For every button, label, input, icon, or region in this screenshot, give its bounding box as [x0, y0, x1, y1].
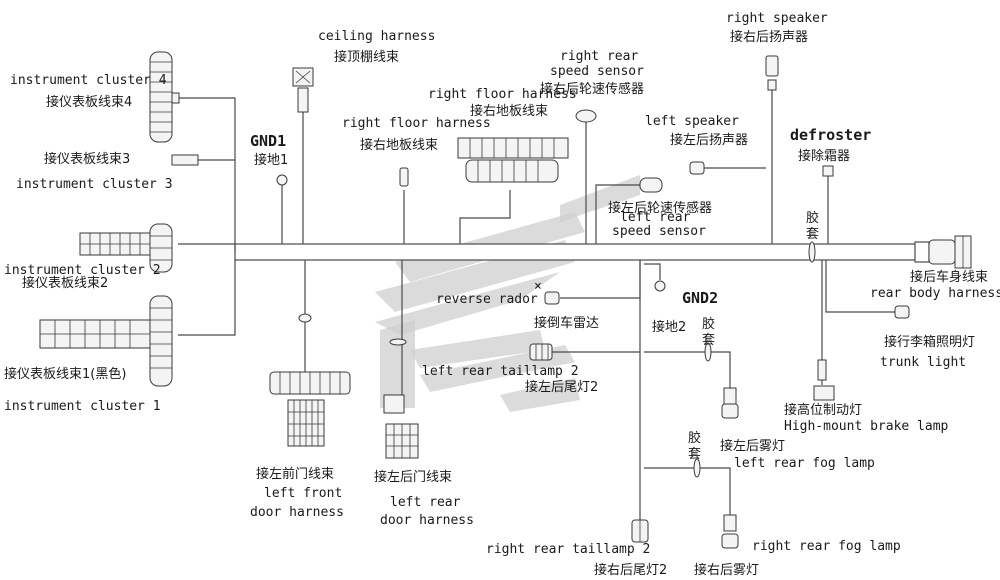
lrss-label-en-2: speed sensor: [612, 224, 706, 239]
right-floor-harness-connector-small: [399, 167, 409, 244]
high-mount-brake-lamp-connector: [813, 260, 835, 401]
lrd-label-en-1: left rear: [390, 495, 461, 510]
left-rear-taillamp-2-connector: [529, 343, 640, 361]
lrd-label-zh: 接左后门线束: [374, 469, 452, 485]
ic2-label-zh: 接仪表板线束2: [22, 275, 108, 291]
rbh-label-en: rear body harness: [870, 286, 1000, 301]
right-rear-taillamp-2-connector: [631, 260, 649, 543]
left-rear-door-connector: [383, 260, 419, 459]
ic4-label-en: instrument cluster 4: [10, 73, 167, 88]
right-speaker-label-en: right speaker: [726, 11, 828, 26]
right-speaker-connector: [765, 55, 779, 244]
left-speaker-label-zh: 接左后扬声器: [670, 132, 748, 148]
reverse-radar-label-zh: 接倒车雷达: [534, 315, 599, 331]
rrss-label-zh: 接右后轮速传感器: [540, 81, 644, 97]
left-speaker-label-en: left speaker: [645, 114, 739, 129]
ceiling-label-en: ceiling harness: [318, 29, 435, 44]
right-rear-fog-lamp-connector: [644, 458, 739, 549]
labels: instrument cluster 4 接仪表板线束4 接仪表板线束3 ins…: [4, 11, 1000, 578]
tape-label-3a: 胶: [688, 430, 701, 446]
ic1-label-en: instrument cluster 1: [4, 399, 161, 414]
left-front-door-connector: [269, 260, 351, 447]
defroster-connector: [808, 165, 834, 263]
ic1-label-zh: 接仪表板线束1(黑色): [4, 366, 126, 382]
gnd1-label-zh: 接地1: [254, 152, 288, 168]
right-floor-harness-connector-large: [457, 137, 569, 244]
instrument-cluster-4-connector: [149, 51, 236, 252]
reverse-radar-connector: [544, 260, 641, 305]
rrtl-label-zh: 接右后尾灯2: [594, 562, 667, 578]
rfh-large-label-en: right floor harness: [428, 87, 577, 102]
right-speaker-label-zh: 接右后扬声器: [730, 29, 808, 45]
left-rear-fog-lamp-connector: [644, 342, 739, 419]
right-rear-speed-sensor-connector: [575, 109, 597, 244]
main-trunk: [234, 241, 930, 263]
lrss-label-zh: 接左后轮速传感器: [608, 200, 712, 216]
instrument-cluster-2-connector: [79, 223, 235, 273]
rfh-small-label-zh: 接右地板线束: [360, 137, 438, 153]
rrfog-label-en: right rear fog lamp: [752, 539, 901, 554]
tape-label-1b: 套: [806, 226, 819, 242]
trunk-light-label-zh: 接行李箱照明灯: [884, 334, 975, 350]
lrtl-label-zh: 接左后尾灯2: [525, 379, 598, 395]
tape-label-2b: 套: [702, 332, 715, 348]
rear-body-harness-connector: [928, 235, 972, 269]
ceiling-label-zh: 接顶棚线束: [334, 49, 399, 65]
reverse-radar-label-en: reverse rador: [436, 292, 538, 307]
trunk-light-connector: [825, 260, 910, 319]
rrfog-label-zh: 接右后雾灯: [694, 562, 759, 578]
lrfog-label-zh: 接左后雾灯: [720, 438, 785, 454]
lfd-label-en-2: door harness: [250, 505, 344, 520]
left-speaker-connector: [689, 161, 766, 175]
rrtl-label-en: right rear taillamp 2: [486, 542, 650, 557]
gnd2-label-en: GND2: [682, 289, 718, 307]
tape-label-3b: 套: [688, 446, 701, 462]
ic3-label-zh: 接仪表板线束3: [44, 151, 130, 167]
tape-label-2a: 胶: [702, 316, 715, 332]
left-rear-speed-sensor-connector: [595, 177, 663, 244]
gnd2-ground-point: [644, 263, 666, 292]
gnd2-label-zh: 接地2: [652, 319, 686, 335]
ceiling-harness-connector: [292, 67, 314, 244]
lrd-label-en-2: door harness: [380, 513, 474, 528]
lrss-label-en-1: left rear: [620, 210, 691, 225]
ic4-label-zh: 接仪表板线束4: [46, 94, 132, 110]
rfh-small-label-en: right floor harness: [342, 116, 491, 131]
trunk-light-label-en: trunk light: [880, 355, 966, 370]
lrtl-label-en: left rear taillamp 2: [422, 364, 579, 379]
rfh-large-label-zh: 接右地板线束: [470, 103, 548, 119]
gnd1-label-en: GND1: [250, 132, 286, 150]
lfd-label-en-1: left front: [264, 486, 342, 501]
hmbl-label-zh: 接高位制动灯: [784, 402, 862, 418]
rrss-label-en-1: right rear: [560, 49, 638, 64]
rrss-label-en-2: speed sensor: [550, 64, 644, 79]
defroster-label-en: defroster: [790, 126, 871, 144]
lfd-label-zh: 接左前门线束: [256, 466, 334, 482]
ic2-label-en: instrument cluster 2: [4, 263, 161, 278]
tape-label-1a: 胶: [806, 210, 819, 226]
hmbl-label-en: High-mount brake lamp: [784, 419, 949, 434]
instrument-cluster-3-connector: [171, 154, 235, 166]
defroster-label-zh: 接除霜器: [798, 148, 850, 164]
instrument-cluster-1-connector: [39, 260, 236, 387]
marker-x: ×: [534, 279, 542, 294]
rbh-label-zh: 接后车身线束: [910, 269, 988, 285]
ic3-label-en: instrument cluster 3: [16, 177, 173, 192]
gnd1-ground-point: [276, 174, 288, 244]
lrfog-label-en: left rear fog lamp: [734, 456, 875, 471]
